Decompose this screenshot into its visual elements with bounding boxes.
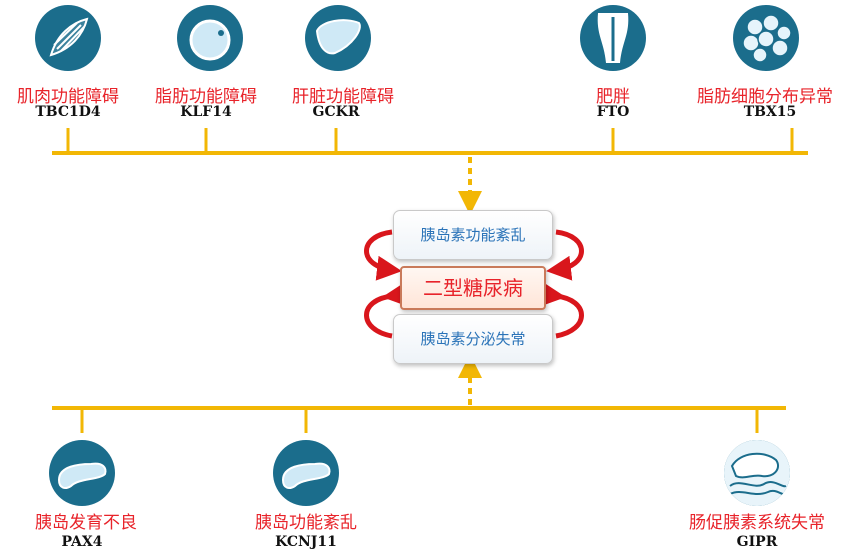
top-factor-label: 肌肉功能障碍 <box>17 87 119 107</box>
insulin-dysfunction-box: 胰岛素功能紊乱 <box>393 210 553 260</box>
bottom-factor-label: 肠促胰素系统失常 <box>689 513 825 533</box>
fat-cell-icon <box>177 5 243 71</box>
bottom-factor-gene: KCNJ11 <box>275 534 337 550</box>
pancreas-icon <box>49 440 115 506</box>
top-factor-label: 脂肪细胞分布异常 <box>697 87 833 107</box>
top-factor-label: 肝脏功能障碍 <box>292 87 394 107</box>
top-factor-gene: FTO <box>596 104 630 120</box>
type2-diabetes-box: 二型糖尿病 <box>400 266 546 310</box>
cycle-arrow-right-upper <box>546 229 584 281</box>
top-factor-gene: TBX15 <box>743 104 797 120</box>
bottom-factor-label: 胰岛发育不良 <box>35 513 137 533</box>
intestine-icon <box>724 440 790 506</box>
top-factor-label: 肥胖 <box>596 87 630 107</box>
bottom-factor-gene: PAX4 <box>61 534 103 550</box>
waist-icon <box>580 5 646 71</box>
muscle-icon <box>35 5 101 71</box>
fat-cells-cluster-icon <box>733 5 799 71</box>
top-factor-gene: TBC1D4 <box>35 104 101 120</box>
bottom-factor-gene: GIPR <box>736 534 778 550</box>
insulin-secretion-box: 胰岛素分泌失常 <box>393 314 553 364</box>
liver-icon <box>305 5 371 71</box>
cycle-arrow-left-upper <box>364 229 402 281</box>
bottom-factor-label: 胰岛功能紊乱 <box>255 513 357 533</box>
pancreas-icon <box>273 440 339 506</box>
top-factor-gene: GCKR <box>312 104 360 120</box>
cycle-arrow-left-lower <box>364 281 409 339</box>
top-factor-gene: KLF14 <box>180 104 232 120</box>
top-factor-label: 脂肪功能障碍 <box>155 87 257 107</box>
cycle-arrow-right-lower <box>539 281 584 339</box>
